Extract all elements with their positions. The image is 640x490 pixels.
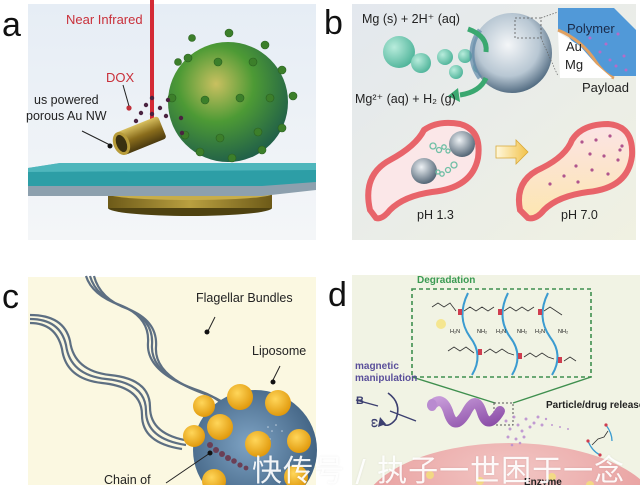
au-label: Au (566, 39, 582, 54)
panel-d-label: d (328, 276, 347, 314)
cleavage-site-icon (458, 309, 562, 363)
stomach-ph-neutral-icon (516, 120, 636, 222)
chem-group-6: NH₂ (558, 329, 569, 335)
panel-b-label: b (324, 4, 343, 42)
magnetic-manipulation-label-line1: magnetic (355, 361, 399, 372)
chem-group-2: NH₂ (477, 329, 488, 335)
panel-d-illustration (352, 275, 640, 485)
chem-group-3: H₂N (496, 329, 507, 335)
bacteria-beads-icon (183, 384, 311, 485)
hydrogen-bubbles-icon (383, 36, 485, 79)
enzyme-cell-icon (373, 443, 640, 485)
panel-a: a (0, 0, 320, 245)
panel-c: c (0, 245, 320, 485)
stomach-ph-low-icon (365, 119, 482, 222)
dox-label: DOX (106, 70, 135, 85)
laser-beam-icon (150, 0, 154, 122)
reaction-arrow-bottom-icon (448, 88, 460, 102)
rotation-arrow-icon (381, 392, 399, 427)
chain-label: Chain of (104, 473, 151, 485)
ph-neutral-label: pH 7.0 (561, 208, 598, 222)
panel-d: d (320, 245, 640, 485)
enzyme-label: Enzyme (524, 477, 562, 485)
panel-c-illustration (28, 275, 317, 485)
near-infrared-label: Near Infrared (66, 12, 143, 27)
reaction-reactants-label: Mg (s) + 2H⁺ (aq) (362, 12, 460, 26)
transition-arrow-icon (495, 139, 529, 165)
ph-low-label: pH 1.3 (417, 208, 454, 222)
particle-drug-release-label: Particle/drug release (546, 400, 640, 411)
chem-group-4: NH₂ (517, 329, 528, 335)
omega-label: ω (368, 418, 381, 428)
flagellar-bundles-label: Flagellar Bundles (196, 291, 293, 305)
polymer-label: Polymer (567, 21, 615, 36)
polymer-chain-icon (461, 292, 559, 376)
layer-inset-icon (557, 8, 636, 80)
degradation-label: Degradation (417, 275, 476, 286)
mg-label: Mg (565, 57, 584, 72)
micromotor-sphere-icon (472, 13, 552, 93)
released-particles-icon (504, 415, 569, 447)
helical-microrobot-icon (427, 396, 505, 428)
reaction-products-label: Mg²⁺ (aq) + H₂ (g) (355, 92, 456, 106)
panel-a-illustration (28, 0, 316, 240)
chem-group-5: H₂N (535, 329, 546, 335)
nanowire-label-line2: porous Au NW (26, 109, 107, 123)
magnetic-manipulation-label-line2: manipulation (355, 373, 418, 384)
panel-c-label: c (2, 278, 19, 316)
payload-label: Payload (582, 80, 629, 95)
watermark-text: 快传号 / 执子一世困于一念 (252, 454, 626, 489)
liposome-label: Liposome (252, 344, 307, 358)
degradation-inset-box (411, 288, 592, 378)
reaction-arrow-top-icon (467, 26, 489, 53)
chem-group-1: H₂N (450, 329, 461, 335)
magnetic-chain-icon (207, 442, 249, 471)
panel-b-illustration (352, 4, 636, 240)
field-b-label: B (356, 395, 364, 407)
dox-particles-icon (126, 95, 185, 136)
nanowire-tube-icon (112, 116, 166, 156)
panel-a-label: a (2, 6, 21, 44)
panel-b: b (320, 0, 640, 245)
nanowire-label-line1: us powered (34, 93, 99, 107)
